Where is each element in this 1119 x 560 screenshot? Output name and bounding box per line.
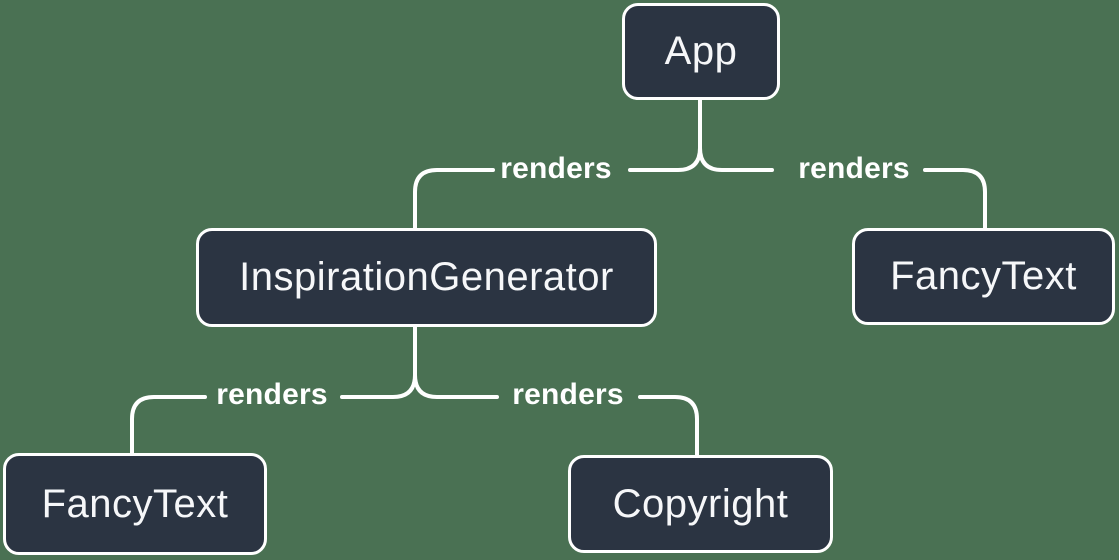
node-app: App [622,3,780,100]
edge-label-app-inspirationgenerator: renders [500,152,612,185]
node-app-label: App [664,29,738,73]
edge-app-inspirationgenerator-stem [628,98,702,172]
edge-inspirationgenerator-copyright-stem [413,325,499,399]
edge-label-inspirationgenerator-fancytext: renders [216,378,328,411]
edge-label-app-fancytext: renders [798,152,910,185]
node-fancy-text-right-label: FancyText [890,254,1077,298]
edge-app-fancytext-drop [923,168,987,230]
node-inspiration-generator-label: InspirationGenerator [239,255,614,299]
node-copyright-label: Copyright [612,481,789,526]
node-fancy-text-left-label: FancyText [41,481,229,526]
node-inspiration-generator: InspirationGenerator [196,228,657,327]
edge-inspirationgenerator-copyright-drop [638,395,699,457]
edge-app-inspirationgenerator-drop [413,168,495,230]
edge-inspirationgenerator-fancytext-drop [130,395,207,455]
node-fancy-text-left: FancyText [3,453,267,555]
edge-inspirationgenerator-fancytext-stem [340,325,417,399]
node-copyright: Copyright [568,455,833,553]
edge-label-inspirationgenerator-copyright: renders [512,378,624,411]
edge-app-fancytext-stem [698,98,774,172]
node-fancy-text-right: FancyText [852,228,1115,325]
